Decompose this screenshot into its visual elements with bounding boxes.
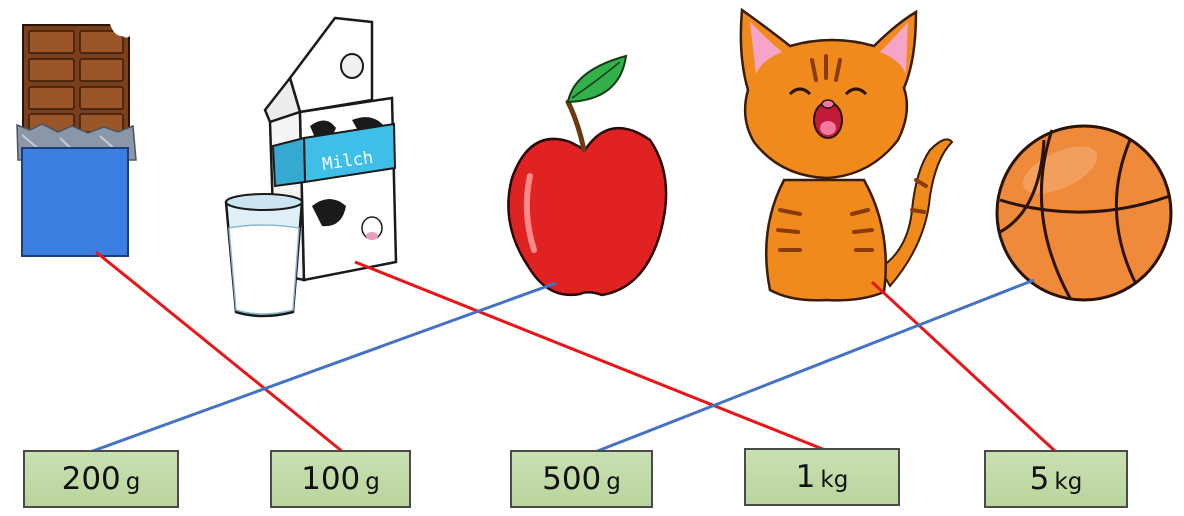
weight-unit: kg [1054, 469, 1083, 495]
line-basketball-to-500g [594, 278, 1035, 454]
weight-value: 200 [61, 461, 121, 497]
weight-value: 1 [795, 459, 816, 495]
weight-value: 5 [1029, 461, 1050, 497]
line-cat-to-5kg [870, 280, 1058, 454]
chocolate-bar-image[interactable] [16, 22, 137, 257]
weight-value: 500 [542, 461, 602, 497]
cat-image[interactable] [739, 7, 954, 302]
weight-label-500g[interactable]: 500 g [510, 450, 653, 508]
weight-label-100g[interactable]: 100 g [270, 450, 411, 508]
line-milk-to-1kg [354, 260, 831, 454]
milk-carton-image[interactable]: Milch [224, 16, 398, 318]
line-apple-to-200g [89, 281, 557, 454]
weight-unit: g [125, 469, 141, 495]
weight-label-1kg[interactable]: 1 kg [744, 448, 900, 506]
weight-value: 100 [301, 461, 361, 497]
weight-unit: g [365, 469, 380, 495]
basketball-image[interactable] [995, 124, 1173, 302]
apple-image[interactable] [507, 54, 668, 297]
line-chocolate-to-100g [95, 250, 344, 454]
weight-label-200g[interactable]: 200 g [23, 450, 179, 508]
weight-unit: kg [820, 467, 849, 493]
weight-unit: g [606, 469, 621, 495]
weight-label-5kg[interactable]: 5 kg [984, 450, 1128, 508]
